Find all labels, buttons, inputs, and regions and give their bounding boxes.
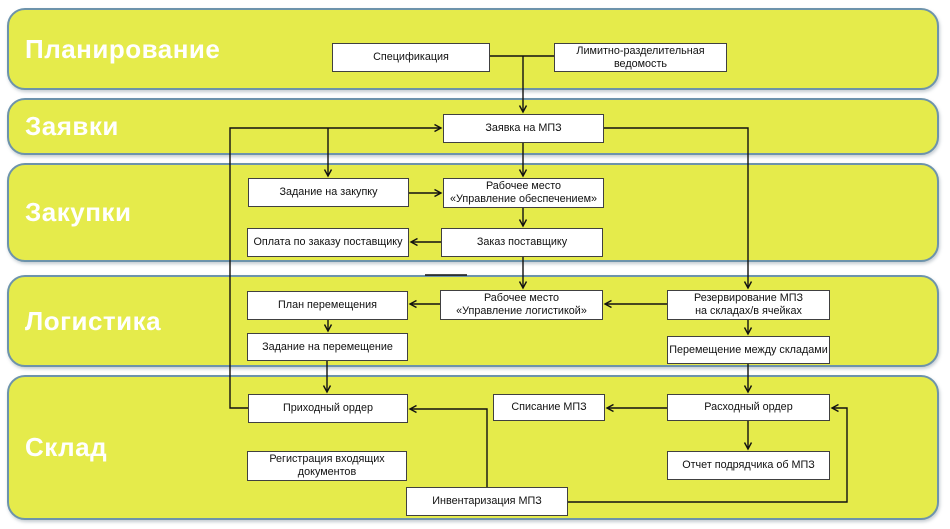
lane-purchases-label: Закупки <box>25 197 132 227</box>
node-limit-sheet-label: Лимитно-разделительная ведомость <box>576 44 705 70</box>
node-supplier-payment: Оплата по заказу поставщику <box>247 228 409 257</box>
node-purchase-task-label: Задание на закупку <box>279 186 378 198</box>
node-incoming-docs: Регистрация входящих документов <box>247 451 407 481</box>
lane-planning-label: Планирование <box>25 33 221 64</box>
node-receipt-order: Приходный ордер <box>248 394 408 423</box>
lane-planning: Планирование <box>7 8 939 90</box>
node-specification: Спецификация <box>332 43 490 72</box>
node-move-plan: План перемещения <box>247 291 408 320</box>
node-move-task-label: Задание на перемещение <box>262 340 393 353</box>
node-move-task: Задание на перемещение <box>247 333 408 361</box>
node-incoming-docs-label: Регистрация входящих документов <box>269 453 385 478</box>
node-supplier-payment-label: Оплата по заказу поставщику <box>253 236 403 248</box>
node-workplace-logistics: Рабочее место «Управление логистикой» <box>440 290 603 320</box>
node-expense-order: Расходный ордер <box>667 394 830 421</box>
node-mpz-writeoff-label: Списание МПЗ <box>511 401 587 413</box>
lane-logistics-label: Логистика <box>25 305 162 336</box>
node-specification-label: Спецификация <box>373 51 449 63</box>
node-mpz-reserve-label: Резервирование МПЗ на складах/в ячейках <box>693 292 803 317</box>
node-mpz-inventory: Инвентаризация МПЗ <box>406 487 568 516</box>
node-receipt-order-label: Приходный ордер <box>283 402 373 414</box>
node-workplace-supply: Рабочее место «Управление обеспечением» <box>443 178 604 208</box>
node-supplier-order: Заказ поставщику <box>441 228 603 257</box>
node-purchase-task: Задание на закупку <box>248 178 409 207</box>
lane-warehouse-label: Склад <box>25 432 108 462</box>
node-workplace-supply-label: Рабочее место «Управление обеспечением» <box>449 180 598 205</box>
node-contractor-report: Отчет подрядчика об МПЗ <box>667 451 830 480</box>
node-expense-order-label: Расходный ордер <box>704 401 793 413</box>
node-supplier-order-label: Заказ поставщику <box>476 236 568 248</box>
node-mpz-request: Заявка на МПЗ <box>443 114 604 143</box>
node-move-plan-label: План перемещения <box>278 299 377 311</box>
node-warehouse-move: Перемещение между складами <box>667 336 830 364</box>
node-mpz-writeoff: Списание МПЗ <box>493 394 605 421</box>
node-warehouse-move-label: Перемещение между складами <box>669 343 828 356</box>
node-limit-sheet: Лимитно-разделительная ведомость <box>554 43 727 72</box>
node-mpz-inventory-label: Инвентаризация МПЗ <box>432 495 542 507</box>
lane-requests-label: Заявки <box>25 111 119 141</box>
node-mpz-reserve: Резервирование МПЗ на складах/в ячейках <box>667 290 830 320</box>
node-mpz-request-label: Заявка на МПЗ <box>485 122 562 134</box>
node-workplace-logistics-label: Рабочее место «Управление логистикой» <box>456 292 587 317</box>
node-contractor-report-label: Отчет подрядчика об МПЗ <box>682 459 815 471</box>
